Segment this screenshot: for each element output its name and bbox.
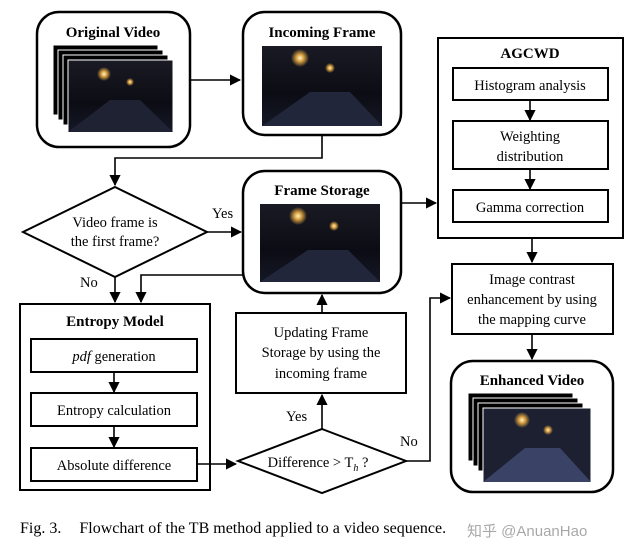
edge-label-no-diff: No	[400, 434, 418, 450]
original-video-node: Original Video	[35, 10, 192, 149]
first-frame-question-line2: the first frame?	[71, 234, 160, 250]
absolute-difference-step: Absolute difference	[57, 458, 171, 474]
enhanced-video-stack-thumbnail	[467, 392, 592, 483]
gamma-correction-step: Gamma correction	[476, 200, 585, 216]
difference-question: Difference > Th ?	[268, 455, 369, 474]
first-frame-decision: Video frame is the first frame?	[20, 185, 210, 279]
weighting-step-line1: Weighting	[500, 129, 560, 145]
frame-storage-node: Frame Storage	[241, 169, 403, 295]
watermark: 知乎 @AnuanHao	[467, 523, 588, 540]
agcwd-title: AGCWD	[500, 46, 559, 62]
frame-storage-thumbnail	[260, 204, 380, 282]
video-stack-thumbnail	[52, 44, 174, 133]
edge-label-no-first: No	[80, 275, 98, 291]
enhanced-video-label: Enhanced Video	[480, 373, 585, 389]
incoming-frame-node: Incoming Frame	[241, 10, 403, 137]
histogram-analysis-step: Histogram analysis	[474, 78, 586, 94]
updating-line1: Updating Frame	[274, 325, 369, 341]
entropy-model-title: Entropy Model	[66, 314, 164, 330]
edge-label-yes-diff: Yes	[286, 409, 307, 425]
difference-decision: Difference > Th ?	[235, 427, 409, 495]
agcwd-group: AGCWD Histogram analysis Weighting distr…	[437, 37, 624, 239]
edge-label-yes-first: Yes	[212, 206, 233, 222]
frame-storage-label: Frame Storage	[274, 183, 370, 199]
original-video-label: Original Video	[66, 25, 161, 41]
contrast-line1: Image contrast	[489, 272, 575, 288]
entropy-model-group: Entropy Model pdf generation Entropy cal…	[19, 303, 211, 491]
edges	[109, 74, 538, 470]
contrast-line3: the mapping curve	[478, 312, 586, 328]
first-frame-question-line1: Video frame is	[72, 215, 158, 231]
pdf-generation-step: pdf generation	[71, 349, 156, 365]
contrast-line2: enhancement by using	[467, 292, 597, 308]
updating-frame-storage-node: Updating Frame Storage by using the inco…	[235, 312, 407, 394]
incoming-frame-label: Incoming Frame	[268, 25, 375, 41]
incoming-frame-thumbnail	[262, 46, 382, 126]
figure-caption-text: Flowchart of the TB method applied to a …	[79, 520, 447, 537]
weighting-step-line2: distribution	[497, 149, 565, 165]
updating-line3: incoming frame	[275, 366, 367, 382]
figure-caption: Fig. 3. Flowchart of the TB method applie…	[20, 520, 446, 538]
updating-line2: Storage by using the	[262, 345, 381, 361]
enhanced-video-node: Enhanced Video	[449, 359, 615, 494]
contrast-enhancement-node: Image contrast enhancement by using the …	[451, 263, 614, 335]
entropy-calculation-step: Entropy calculation	[57, 403, 172, 419]
figure-caption-label: Fig. 3.	[20, 520, 62, 537]
